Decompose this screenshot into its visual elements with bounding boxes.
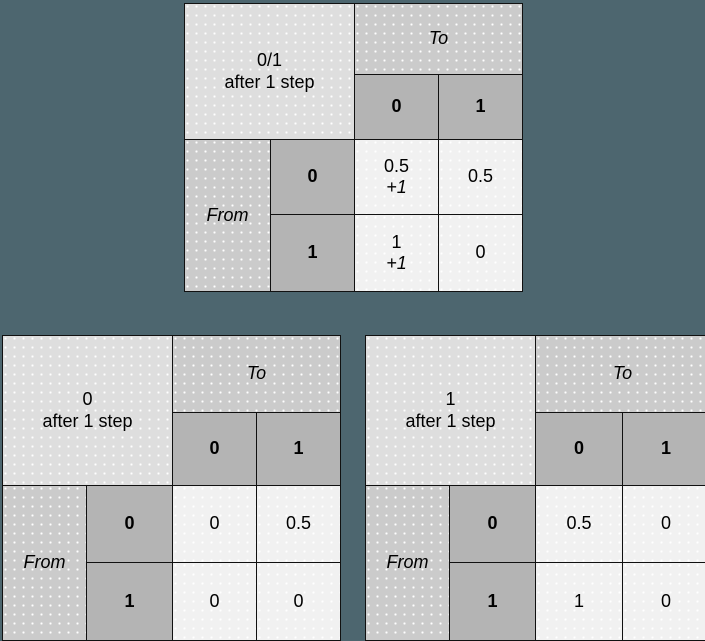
row-header-1: 1 <box>87 563 173 641</box>
col-header-1: 1 <box>623 413 705 486</box>
cell-value: 1 <box>574 591 584 611</box>
table-caption: 1 after 1 step <box>366 336 536 486</box>
table-row: 1 after 1 step To <box>366 336 705 413</box>
cell-note: +1 <box>355 253 438 274</box>
cell-value: 0.5 <box>286 513 311 533</box>
from-header: From <box>366 486 450 641</box>
matrix-table-zero: 0 after 1 step To 0 1 From 0 0 0.5 1 0 <box>2 335 341 641</box>
cell-0-0: 0.5 +1 <box>355 140 439 215</box>
cell-1-0: 1 +1 <box>355 215 439 292</box>
cell-value: 0 <box>661 591 671 611</box>
col-header-0: 0 <box>355 75 439 140</box>
row-header-1: 1 <box>450 563 536 641</box>
row-header-0: 0 <box>450 486 536 563</box>
row-header-0: 0 <box>271 140 355 215</box>
table-row: From 0 0.5 +1 0.5 <box>185 140 523 215</box>
cell-value: 0.5 <box>566 513 591 533</box>
matrix-table-combined: 0/1 after 1 step To 0 1 From 0 0.5 +1 0.… <box>184 3 523 292</box>
cell-1-1: 0 <box>439 215 523 292</box>
cell-1-1: 0 <box>257 563 341 641</box>
table-row: From 0 0.5 0 <box>366 486 705 563</box>
table-row: 0/1 after 1 step To <box>185 4 523 75</box>
cell-value: 1 <box>391 232 401 252</box>
to-header: To <box>355 4 523 75</box>
cell-value: 0 <box>476 242 486 262</box>
col-header-1: 1 <box>257 413 341 486</box>
cell-0-0: 0 <box>173 486 257 563</box>
table-caption: 0/1 after 1 step <box>185 4 355 140</box>
cell-value: 0.5 <box>384 156 409 176</box>
cell-value: 0 <box>294 591 304 611</box>
to-header: To <box>173 336 341 413</box>
cell-0-1: 0 <box>623 486 705 563</box>
cell-note: +1 <box>355 177 438 198</box>
table-row: 0 after 1 step To <box>3 336 341 413</box>
from-header: From <box>3 486 87 641</box>
cell-value: 0.5 <box>468 166 493 186</box>
cell-0-1: 0.5 <box>257 486 341 563</box>
matrix-table-one: 1 after 1 step To 0 1 From 0 0.5 0 1 1 <box>365 335 705 641</box>
table-caption: 0 after 1 step <box>3 336 173 486</box>
cell-0-0: 0.5 <box>536 486 623 563</box>
cell-value: 0 <box>209 513 219 533</box>
to-header: To <box>536 336 705 413</box>
cell-1-0: 0 <box>173 563 257 641</box>
col-header-0: 0 <box>173 413 257 486</box>
row-header-1: 1 <box>271 215 355 292</box>
row-header-0: 0 <box>87 486 173 563</box>
table-row: From 0 0 0.5 <box>3 486 341 563</box>
col-header-0: 0 <box>536 413 623 486</box>
cell-value: 0 <box>209 591 219 611</box>
cell-0-1: 0.5 <box>439 140 523 215</box>
cell-value: 0 <box>661 513 671 533</box>
col-header-1: 1 <box>439 75 523 140</box>
cell-1-0: 1 <box>536 563 623 641</box>
from-header: From <box>185 140 271 292</box>
cell-1-1: 0 <box>623 563 705 641</box>
